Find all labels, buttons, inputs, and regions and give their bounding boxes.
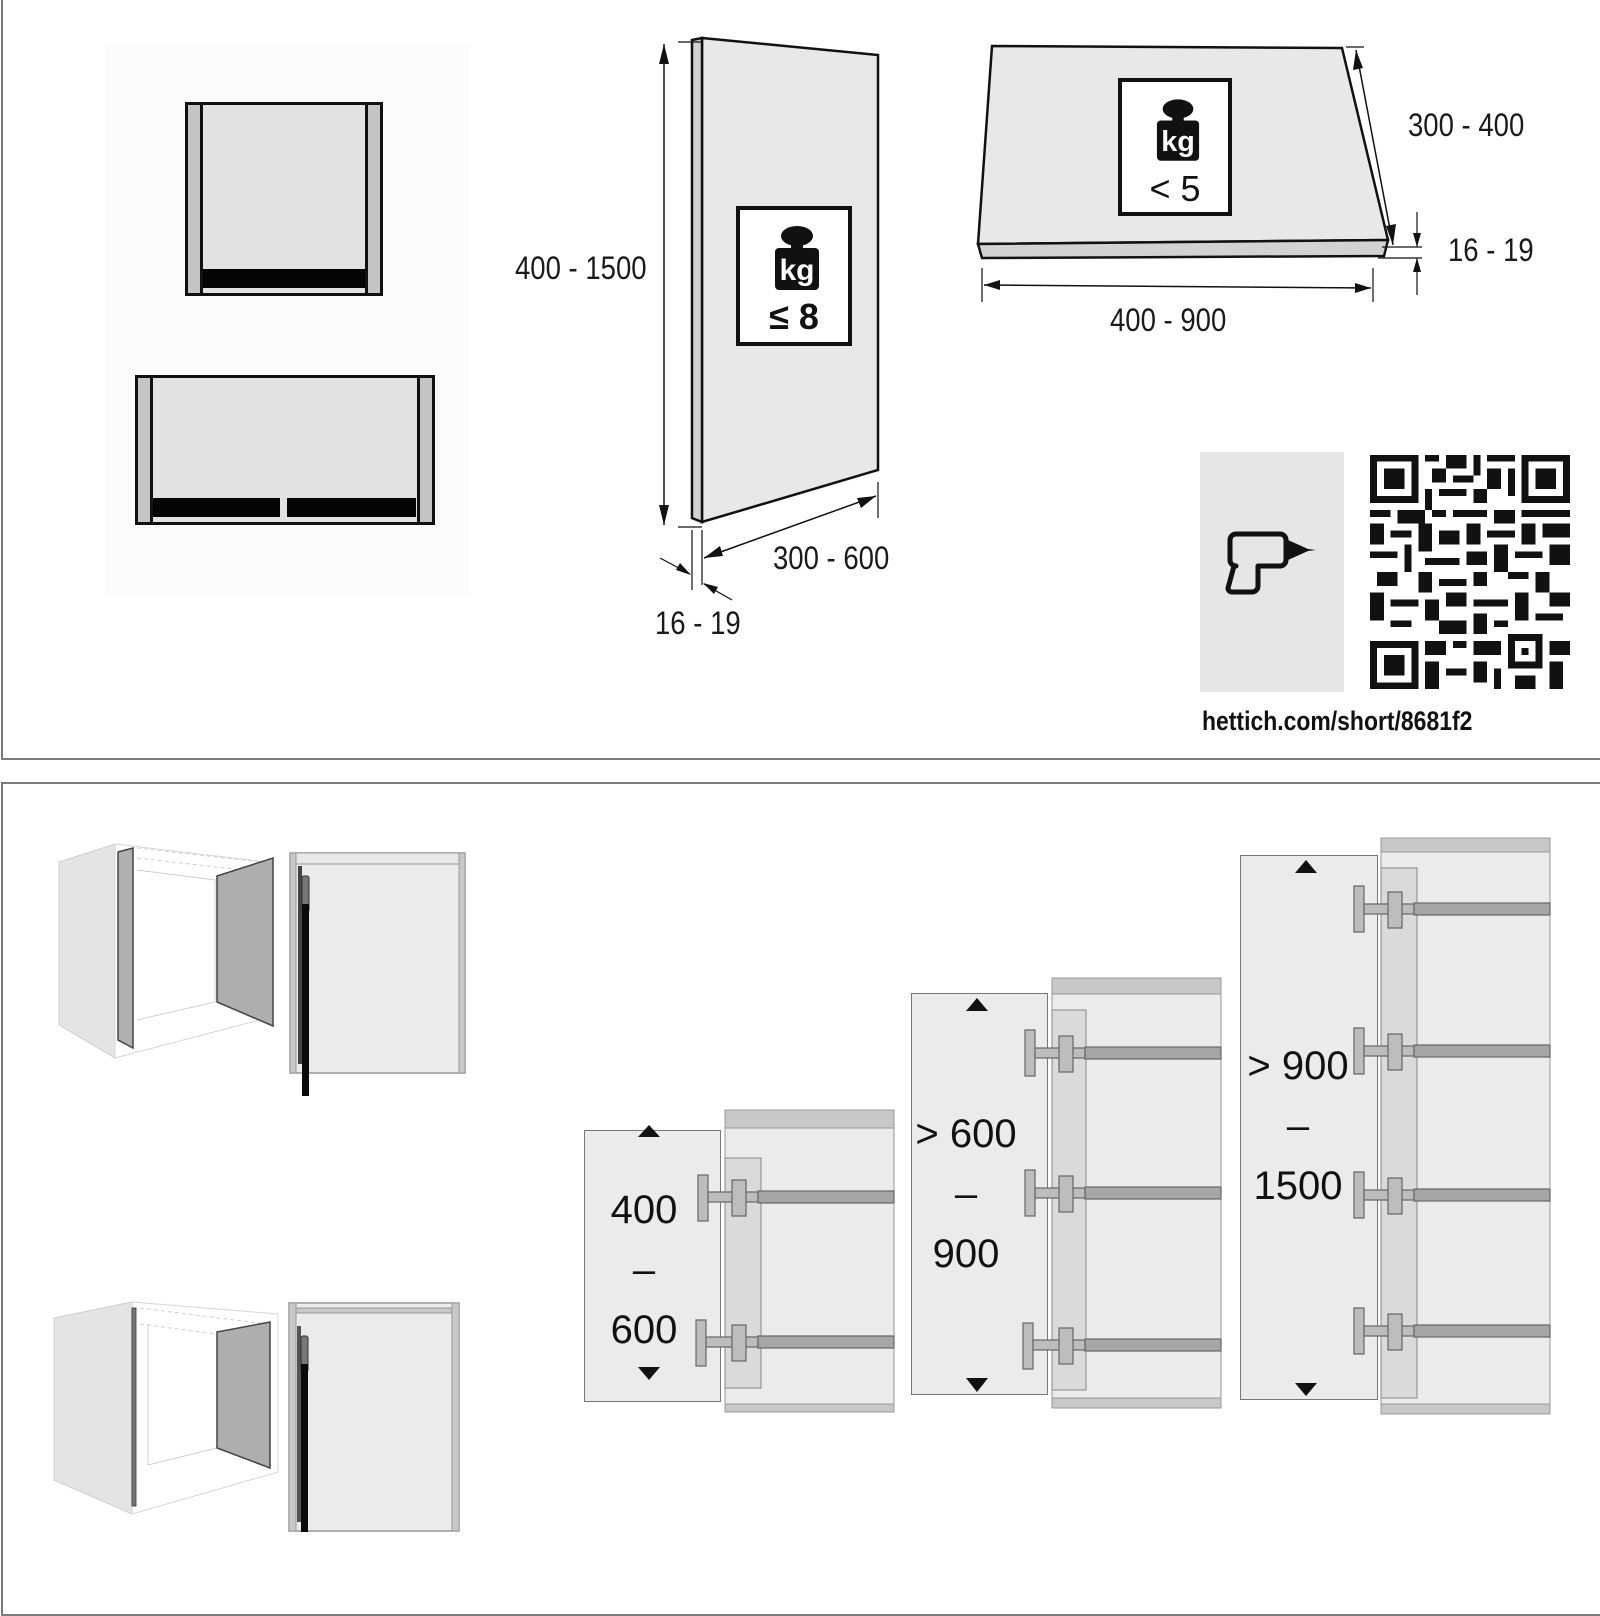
drill-icon <box>1225 531 1316 595</box>
door-weight-limit: ≤ 8 <box>769 296 819 337</box>
range-2-sep: – <box>954 1172 978 1216</box>
flap-depth-label: 300 - 400 <box>1408 107 1525 143</box>
hinge <box>695 1319 895 1367</box>
tool-box <box>1200 452 1344 692</box>
hinge <box>1353 1027 1551 1075</box>
hinge <box>1024 1169 1222 1217</box>
hinge <box>1024 1029 1222 1077</box>
single-drawer-cabinet-icon <box>185 102 383 296</box>
short-url-link[interactable]: hettich.com/short/8681f2 <box>1202 706 1473 736</box>
door-width-label: 300 - 600 <box>773 540 890 576</box>
range-3-lower: 1500 <box>1253 1164 1343 1208</box>
door-weight-box: kg ≤ 8 <box>736 206 852 346</box>
cabinet-front-view-hinge-2 <box>288 1302 460 1532</box>
flap-weight-box: kg < 5 <box>1118 78 1232 216</box>
range-2-upper: > 600 <box>915 1112 1017 1156</box>
svg-text:kg: kg <box>1161 126 1195 158</box>
hinge <box>1353 1171 1551 1219</box>
qr-code[interactable] <box>1370 452 1570 692</box>
hinge <box>1353 1307 1551 1355</box>
range-3-upper: > 900 <box>1247 1044 1349 1088</box>
svg-text:kg: kg <box>779 254 814 287</box>
hinge-config-1-diagram <box>638 1109 895 1413</box>
hinge <box>1022 1322 1222 1370</box>
weight-icon: kg <box>1156 99 1200 161</box>
hinge <box>697 1174 895 1222</box>
flap-thickness-label: 16 - 19 <box>1448 232 1534 268</box>
range-1-lower: 600 <box>610 1308 678 1352</box>
door-thickness-label: 16 - 19 <box>655 605 741 641</box>
cabinet-side-doors-isometric <box>58 843 274 1059</box>
range-2-lower: 900 <box>932 1232 1000 1276</box>
hinge-config-2-diagram <box>966 977 1222 1409</box>
door-height-label: 400 - 1500 <box>515 250 647 286</box>
range-3-sep: – <box>1286 1104 1310 1148</box>
hinge-config-3-diagram <box>1295 837 1551 1415</box>
weight-icon: kg <box>775 226 819 290</box>
double-drawer-cabinet-icon <box>135 375 435 525</box>
flap-width-label: 400 - 900 <box>1110 302 1227 338</box>
hinge <box>1353 885 1551 933</box>
range-1-sep: – <box>632 1248 656 1292</box>
cabinet-open-box-isometric <box>53 1301 279 1515</box>
range-1-upper: 400 <box>610 1188 678 1232</box>
flap-weight-limit: < 5 <box>1149 168 1201 209</box>
cabinet-front-view-hinge <box>289 852 466 1096</box>
